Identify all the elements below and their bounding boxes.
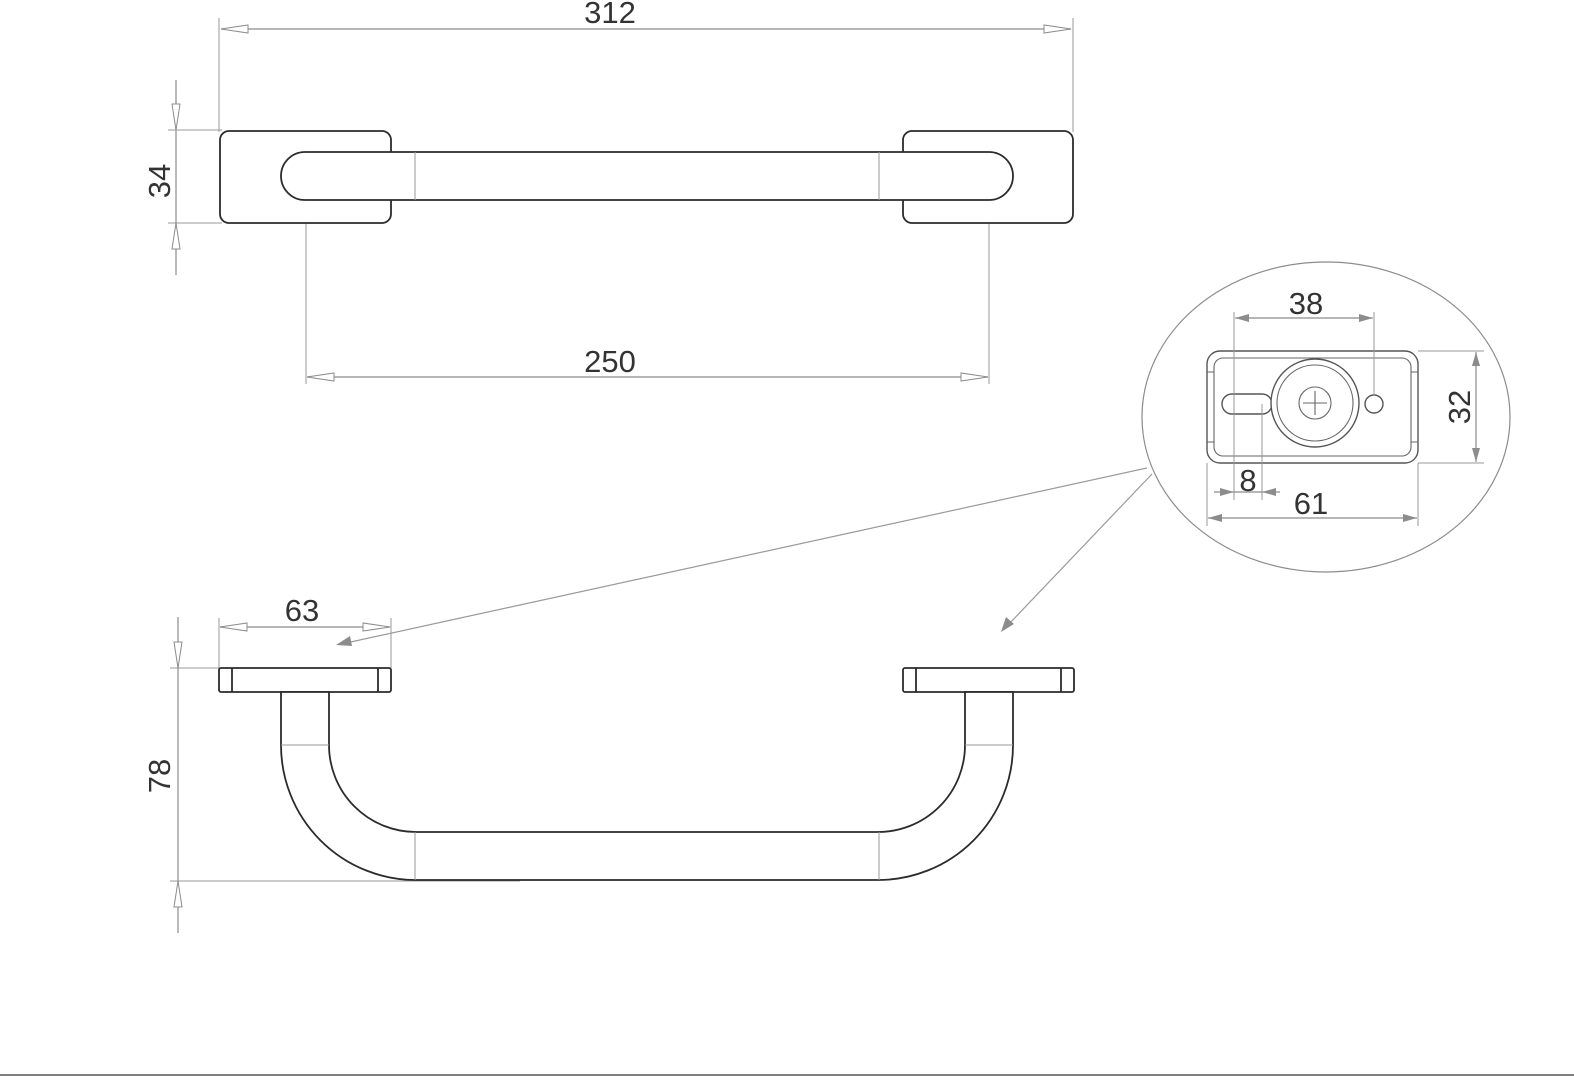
grab-bar-front xyxy=(280,691,1014,881)
front-view: 63 78 xyxy=(142,593,1075,933)
top-view: 312 34 250 xyxy=(142,0,1074,384)
detail-leaders xyxy=(336,467,1153,646)
screw-hole xyxy=(1364,394,1384,414)
dim-base-length: 63 xyxy=(219,593,391,632)
dim-center-distance-label: 250 xyxy=(584,344,636,379)
dim-overall-length: 312 xyxy=(220,0,1072,34)
right-base-plate xyxy=(902,667,1075,693)
dim-base-length-label: 63 xyxy=(285,593,319,628)
dim-base-height: 34 xyxy=(142,80,181,275)
dim-hole-spacing: 38 xyxy=(1235,286,1373,322)
dim-overall-length-label: 312 xyxy=(584,0,636,30)
dim-slot-width-label: 8 xyxy=(1239,463,1256,498)
dim-base-height-label: 34 xyxy=(142,164,177,198)
dim-projection: 78 xyxy=(142,617,183,933)
bar-top xyxy=(280,151,1014,201)
dim-plate-height: 32 xyxy=(1442,352,1480,462)
dim-slot-width: 8 xyxy=(1214,463,1280,498)
dim-projection-label: 78 xyxy=(142,759,177,793)
detail-view: 38 32 8 61 xyxy=(1141,261,1511,573)
dim-hole-spacing-label: 38 xyxy=(1289,286,1323,321)
left-base-plate xyxy=(218,667,392,693)
dim-plate-length: 61 xyxy=(1208,486,1417,522)
dim-plate-height-label: 32 xyxy=(1442,390,1477,424)
dim-center-distance: 250 xyxy=(306,344,989,382)
mounting-slot xyxy=(1221,393,1273,415)
dim-plate-length-label: 61 xyxy=(1294,486,1328,521)
